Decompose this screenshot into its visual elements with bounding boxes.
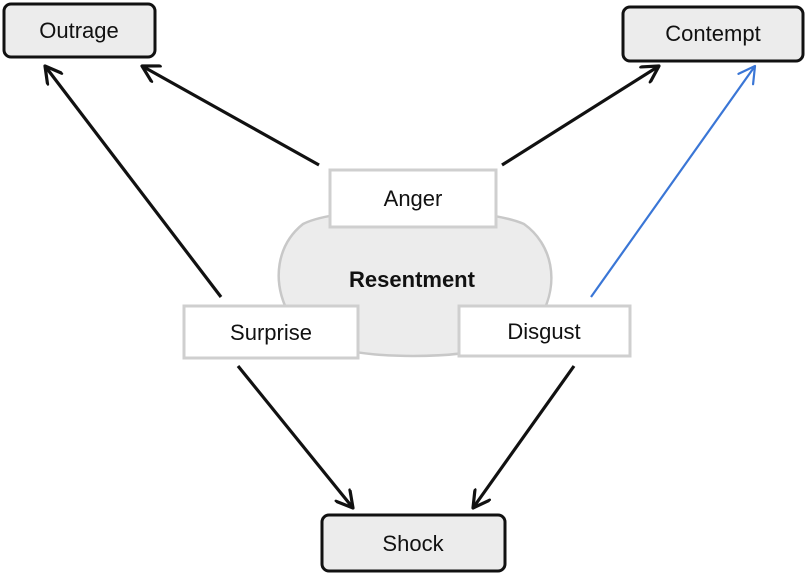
outrage-node: Outrage bbox=[2, 2, 157, 59]
contempt-node: Contempt bbox=[621, 5, 805, 63]
disgust-node: Disgust bbox=[457, 304, 632, 358]
arrow-surprise-to-outrage bbox=[45, 66, 223, 298]
arrow-disgust-to-shock bbox=[473, 365, 576, 508]
anger-node: Anger bbox=[328, 168, 498, 229]
shock-label: Shock bbox=[382, 531, 444, 556]
surprise-label: Surprise bbox=[230, 320, 312, 345]
surprise-node: Surprise bbox=[182, 304, 360, 360]
resentment-label: Resentment bbox=[349, 267, 476, 292]
contempt-label: Contempt bbox=[665, 21, 760, 46]
arrow-anger-to-outrage bbox=[142, 66, 320, 167]
shock-node: Shock bbox=[320, 513, 507, 573]
anger-label: Anger bbox=[384, 186, 443, 211]
disgust-label: Disgust bbox=[507, 319, 580, 344]
outrage-label: Outrage bbox=[39, 18, 119, 43]
arrow-surprise-to-shock bbox=[236, 364, 353, 508]
arrow-anger-to-contempt bbox=[501, 66, 659, 167]
arrow-disgust-to-contempt bbox=[590, 66, 755, 298]
